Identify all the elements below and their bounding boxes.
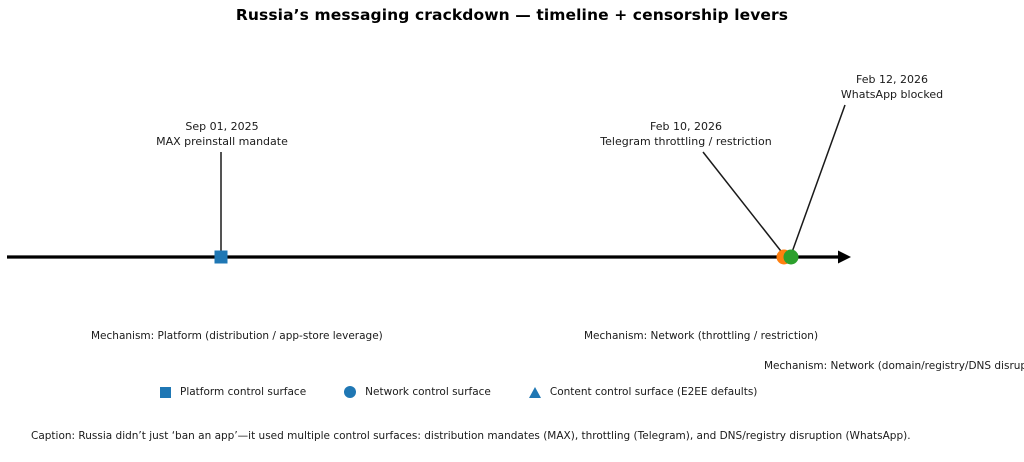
annotation-whatsapp-date: Feb 12, 2026 bbox=[856, 73, 928, 86]
mechanism-note-platform: Mechanism: Platform (distribution / app-… bbox=[91, 330, 383, 342]
event-marker-whatsapp[interactable] bbox=[783, 249, 799, 265]
annotation-whatsapp: Feb 12, 2026 WhatsApp blocked bbox=[802, 72, 982, 102]
event-marker-max[interactable] bbox=[214, 250, 228, 264]
annotation-telegram: Feb 10, 2026 Telegram throttling / restr… bbox=[584, 119, 788, 149]
circle-marker-icon bbox=[344, 386, 357, 398]
legend-item-content-label: Content control surface (E2EE defaults) bbox=[549, 386, 758, 398]
annotation-whatsapp-label: WhatsApp blocked bbox=[840, 88, 944, 101]
leader-line-whatsapp bbox=[790, 104, 846, 256]
legend-item-platform[interactable]: Platform control surface bbox=[160, 386, 306, 398]
legend-item-content[interactable]: Content control surface (E2EE defaults) bbox=[528, 386, 758, 398]
timeline-axis-arrowhead bbox=[838, 250, 851, 264]
mechanism-note-network: Mechanism: Network (throttling / restric… bbox=[584, 330, 819, 342]
triangle-marker-icon bbox=[528, 386, 541, 398]
legend-item-network-label: Network control surface bbox=[365, 386, 491, 398]
annotation-max-label: MAX preinstall mandate bbox=[156, 135, 288, 148]
annotation-max-date: Sep 01, 2025 bbox=[185, 120, 259, 133]
mechanism-note-dns: Mechanism: Network (domain/registry/DNS … bbox=[764, 360, 1024, 372]
annotation-telegram-date: Feb 10, 2026 bbox=[650, 120, 722, 133]
figure-caption: Caption: Russia didn’t just ‘ban an app’… bbox=[31, 430, 911, 442]
leader-line-telegram bbox=[702, 151, 785, 256]
legend-item-platform-label: Platform control surface bbox=[180, 386, 307, 398]
annotation-max: Sep 01, 2025 MAX preinstall mandate bbox=[120, 119, 324, 149]
legend: Platform control surface Network control… bbox=[160, 386, 757, 398]
page-title: Russia’s messaging crackdown — timeline … bbox=[235, 6, 789, 24]
annotation-telegram-label: Telegram throttling / restriction bbox=[600, 135, 772, 148]
square-marker-icon bbox=[160, 386, 171, 398]
legend-item-network[interactable]: Network control surface bbox=[344, 386, 491, 398]
